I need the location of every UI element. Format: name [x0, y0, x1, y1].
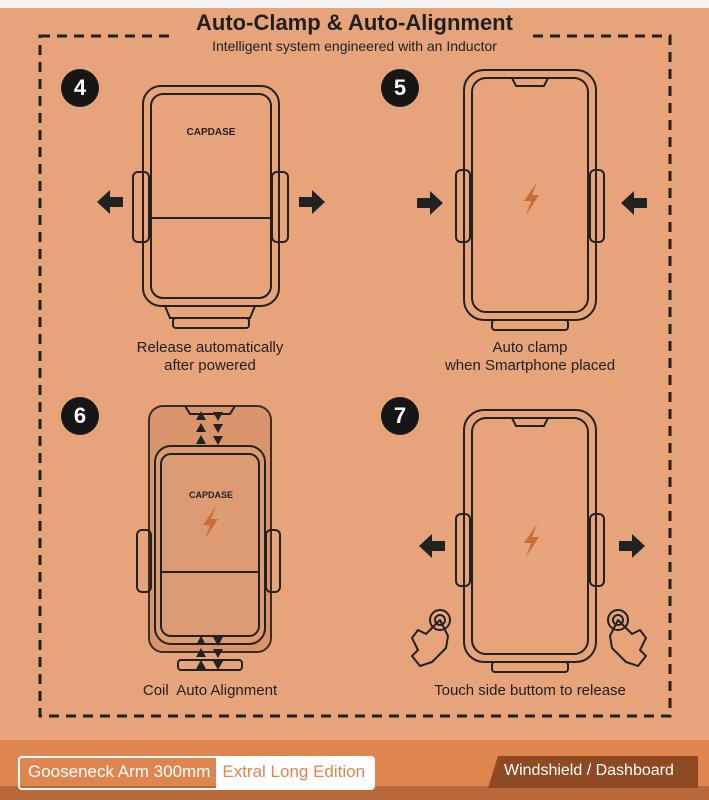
caption-step-6: Coil Auto Alignment — [90, 682, 330, 700]
triangle-up-icon — [196, 660, 206, 669]
edition-label: Extral Long Edition — [216, 758, 374, 788]
triangle-down-icon — [213, 649, 223, 658]
page-title: Auto-Clamp & Auto-Alignment — [196, 10, 513, 35]
brand-logo: CAPDASE — [189, 490, 233, 500]
step-badge-5: 5 — [381, 69, 419, 107]
phone-clamp-illustration — [455, 69, 605, 331]
lightning-bolt-icon — [524, 524, 539, 557]
hand-touch-icon — [607, 609, 647, 667]
brand-logo: CAPDASE — [187, 127, 236, 138]
caption-line: Release automatically — [136, 339, 284, 356]
alignment-triangles-bottom — [196, 636, 223, 670]
caption-step-7: Touch side buttom to release — [400, 682, 660, 700]
caption-line: when Smartphone placed — [444, 357, 616, 374]
caption-line: Auto clamp — [492, 339, 568, 356]
arm-length-label: Gooseneck Arm 300mm Extral Long Edition — [18, 756, 376, 790]
triangle-down-icon — [213, 436, 223, 445]
mount-type-label: Windshield / Dashboard — [488, 756, 698, 788]
triangle-down-icon — [213, 424, 223, 433]
arm-label: Gooseneck Arm 300mm — [28, 762, 211, 781]
triangle-up-icon — [196, 423, 206, 432]
arrow-right-icon — [417, 191, 443, 215]
holder-release-illustration — [132, 85, 289, 329]
triangle-down-icon — [213, 661, 223, 670]
coil-alignment-illustration — [136, 405, 281, 671]
caption-line: after powered — [164, 357, 256, 374]
touch-release-illustration — [455, 409, 605, 673]
arrow-left-icon — [419, 534, 445, 558]
triangle-up-icon — [196, 411, 206, 420]
triangle-down-icon — [213, 637, 223, 646]
arrow-left-icon — [621, 191, 647, 215]
mount-label: Windshield / Dashboard — [504, 762, 674, 779]
triangle-up-icon — [196, 648, 206, 657]
triangle-up-icon — [196, 636, 206, 645]
illustrations: CAPDASE CAPDASE — [97, 69, 647, 673]
triangle-up-icon — [196, 435, 206, 444]
step-badge-7: 7 — [381, 397, 419, 435]
step-badge-4: 4 — [61, 69, 99, 107]
alignment-triangles-top — [196, 411, 223, 445]
lightning-bolt-icon — [524, 182, 539, 215]
mount-label-background — [488, 756, 698, 788]
caption-line: Touch side buttom to release — [434, 682, 626, 699]
top-strip — [0, 0, 709, 8]
title-backdrop — [172, 8, 532, 58]
caption-line: Coil Auto Alignment — [142, 682, 278, 699]
arrow-left-icon — [97, 190, 123, 214]
triangle-down-icon — [213, 412, 223, 421]
page-subtitle: Intelligent system engineered with an In… — [212, 38, 497, 54]
hand-touch-icon — [411, 609, 451, 667]
step-badge-6: 6 — [61, 397, 99, 435]
arrow-right-icon — [619, 534, 645, 558]
caption-step-4: Release automatically after powered — [90, 339, 330, 375]
arrow-right-icon — [299, 190, 325, 214]
caption-step-5: Auto clamp when Smartphone placed — [410, 339, 650, 375]
